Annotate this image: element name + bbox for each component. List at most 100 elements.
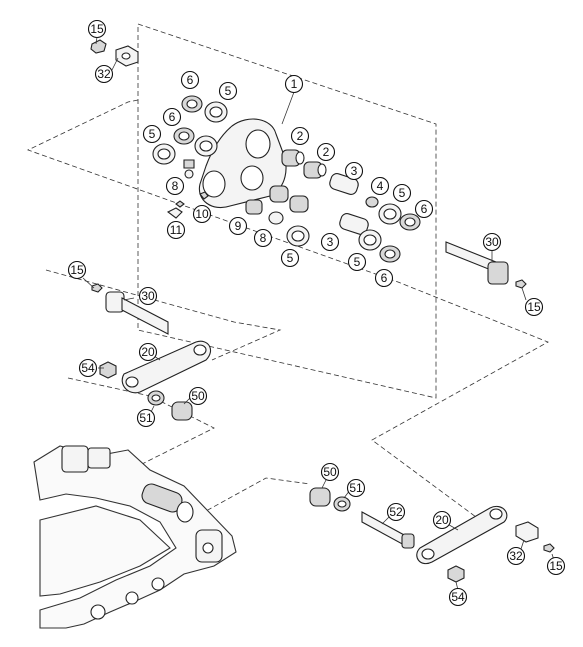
svg-text:51: 51: [349, 481, 363, 495]
callout-20: 20: [138, 342, 158, 362]
svg-text:5: 5: [354, 255, 361, 269]
svg-text:5: 5: [399, 186, 406, 200]
svg-text:54: 54: [451, 590, 465, 604]
bushing-9: [245, 199, 263, 215]
nut-54-left: [99, 361, 117, 379]
ring-4: [365, 196, 379, 208]
callout-20: 20: [432, 510, 452, 530]
seal-6-b-hole: [178, 131, 190, 141]
callout-51: 51: [136, 408, 156, 428]
callout-54: 54: [78, 358, 98, 378]
callout-52: 52: [386, 502, 406, 522]
svg-text:5: 5: [225, 84, 232, 98]
seal-6-c-hole: [404, 217, 416, 227]
seal-6-d-hole: [384, 249, 396, 259]
svg-text:6: 6: [169, 110, 176, 124]
callout-15: 15: [87, 19, 107, 39]
callout-6: 6: [180, 70, 200, 90]
callout-5: 5: [392, 183, 412, 203]
lever-bore-left: [202, 170, 226, 198]
callout-10: 10: [192, 204, 212, 224]
needle-bearing-2-d: [289, 195, 309, 213]
frame-body: [33, 445, 237, 629]
lever-bore-top: [245, 129, 271, 159]
svg-text:2: 2: [323, 145, 330, 159]
svg-text:51: 51: [139, 411, 153, 425]
ring-51-right-hole: [337, 500, 347, 508]
svg-text:15: 15: [90, 22, 104, 36]
callout-5: 5: [218, 81, 238, 101]
callout-9: 9: [228, 216, 248, 236]
callout-30: 30: [138, 286, 158, 306]
svg-text:50: 50: [323, 465, 337, 479]
needle-bearing-2-b-end: [317, 163, 327, 177]
callout-5: 5: [347, 252, 367, 272]
screw-15-left: [91, 283, 103, 293]
svg-text:2: 2: [297, 129, 304, 143]
svg-text:50: 50: [191, 389, 205, 403]
callout-32: 32: [94, 64, 114, 84]
svg-text:32: 32: [509, 549, 523, 563]
callout-4: 4: [370, 176, 390, 196]
svg-text:3: 3: [327, 235, 334, 249]
lever-bore-mid: [240, 165, 264, 191]
svg-text:52: 52: [389, 505, 403, 519]
bearing-5-f-hole: [291, 230, 305, 242]
callout-15: 15: [524, 297, 544, 317]
frame-pivot-bore: [176, 501, 194, 523]
grease-nipple-8-a: [183, 159, 195, 169]
svg-text:6: 6: [421, 202, 428, 216]
svg-text:15: 15: [527, 300, 541, 314]
bolt-30-left-shank: [121, 297, 169, 335]
frame-mount-left: [61, 445, 89, 473]
callout-2: 2: [316, 142, 336, 162]
bolt-52-head: [401, 533, 415, 549]
callout-8: 8: [165, 176, 185, 196]
callout-6: 6: [162, 107, 182, 127]
svg-text:4: 4: [377, 179, 384, 193]
callout-32: 32: [506, 546, 526, 566]
bearing-5-d-hole: [383, 208, 397, 220]
svg-text:11: 11: [170, 223, 183, 237]
screw-15-top: [90, 39, 107, 54]
callout-5: 5: [280, 248, 300, 268]
frame-hole-3: [90, 604, 106, 620]
clip-11: [166, 207, 183, 219]
callout-6: 6: [374, 268, 394, 288]
svg-text:20: 20: [141, 345, 155, 359]
needle-bearing-2-c: [269, 185, 289, 203]
bushing-50-right: [309, 487, 331, 507]
screw-15-bottom-right: [543, 543, 555, 553]
callout-30: 30: [482, 232, 502, 252]
svg-text:9: 9: [235, 219, 242, 233]
bearing-5-e-hole: [363, 234, 377, 246]
grease-nipple-8-b: [268, 211, 284, 225]
callout-8: 8: [253, 228, 273, 248]
callout-50: 50: [188, 386, 208, 406]
callout-5: 5: [142, 124, 162, 144]
svg-text:30: 30: [485, 235, 499, 249]
svg-text:30: 30: [141, 289, 155, 303]
bearing-5-c-hole: [157, 148, 171, 160]
svg-text:8: 8: [172, 179, 179, 193]
upper-axis-outline: [26, 99, 549, 521]
link-rod-20-right: [416, 505, 508, 565]
sleeve-3-b: [339, 213, 369, 235]
bolt-30-right-head: [487, 261, 509, 285]
grease-nipple-8-a-head: [184, 169, 194, 179]
frame-hole-2: [125, 591, 139, 605]
callout-3: 3: [344, 161, 364, 181]
svg-text:1: 1: [291, 77, 298, 91]
svg-text:6: 6: [381, 271, 388, 285]
right-bushing-outline: [185, 477, 311, 523]
left-bushing-outline: [67, 377, 215, 477]
left-link-outline: [45, 269, 282, 361]
svg-text:5: 5: [149, 127, 156, 141]
callout-15: 15: [67, 260, 87, 280]
link-rod-20-right-hole-b: [421, 548, 435, 560]
svg-text:20: 20: [435, 513, 449, 527]
frame-mount-right: [87, 447, 111, 469]
callout-6: 6: [414, 199, 434, 219]
callout-51: 51: [346, 478, 366, 498]
swingarm-frame: [33, 445, 237, 629]
